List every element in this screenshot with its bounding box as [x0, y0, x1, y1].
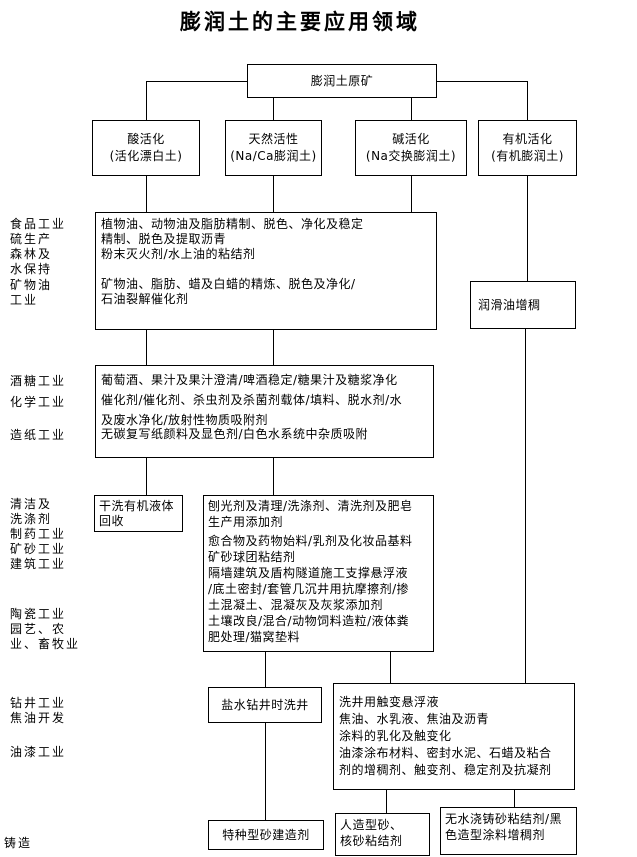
connector: [146, 176, 147, 212]
application-line: 土壤改良/混合/动物饲料造粒/液体粪: [208, 614, 410, 628]
application-line: 无碳复写纸颜料及显色剂/白色水系统中杂质吸附: [101, 427, 369, 441]
flow-box-raw-ore: 膨润土原矿: [247, 64, 437, 98]
application-line: 焦油、水乳液、焦油及沥青: [339, 712, 490, 726]
page-title: 膨润土的主要应用领域: [180, 10, 420, 34]
lube-label: 润滑油增稠: [478, 297, 541, 312]
application-line: 油漆涂布材料、密封水泥、石蜡及粘合: [339, 746, 552, 760]
connector: [273, 330, 274, 365]
flow-box-manmade-molding-sand: 人造型砂、 核砂粘结剂: [335, 813, 430, 856]
connector: [527, 176, 528, 281]
saltwater-label: 盐水钻井时洗井: [221, 697, 309, 712]
industry-label-mineral-oil-2: 工业: [10, 293, 39, 307]
industry-label-chemical: 化学工业: [10, 395, 67, 409]
application-line: 洗井用触变悬浮液: [339, 695, 440, 709]
application-line: 矿砂球团粘结剂: [208, 550, 296, 564]
industry-label-agriculture-2: 业、畜牧业: [10, 637, 81, 651]
application-line: 人造型砂、: [340, 818, 403, 832]
application-line: 及废水净化/放射性物质吸附剂: [101, 413, 269, 427]
flow-box-raw-ore-label: 膨润土原矿: [310, 73, 374, 88]
connector: [525, 329, 526, 683]
application-line: 植物油、动物油及脂肪精制、脱色、净化及稳定: [101, 217, 364, 231]
application-line: 肥处理/猫窝垫料: [208, 630, 301, 644]
flow-box-organic-activation: 有机活化 (有机膨润土): [478, 120, 577, 176]
connector: [527, 81, 528, 120]
flow-box-natural-activity: 天然活性 (Na/Ca膨润土): [225, 120, 322, 176]
application-line: 石油裂解催化剂: [101, 292, 189, 306]
application-line: 催化剂/催化剂、杀虫剂及杀菌剂载体/填料、脱水剂/水: [101, 393, 403, 407]
application-line: 粉末灭火剂/水上油的粘结剂: [101, 247, 256, 261]
industry-label-mineral-oil-1: 矿物油: [10, 278, 53, 292]
alkali-activation-sub: (Na交换膨润土): [365, 149, 457, 163]
connector: [437, 81, 527, 82]
connector: [146, 81, 247, 82]
connector: [146, 458, 147, 495]
application-line: 矿物油、脂肪、蜡及白蜡的精炼、脱色及净化/: [101, 277, 356, 291]
industry-label-pharma: 制药工业: [10, 527, 67, 541]
organic-activation-name: 有机活化: [502, 132, 553, 146]
industry-label-construction: 建筑工业: [10, 557, 67, 571]
industry-label-tar: 焦油开发: [10, 711, 67, 725]
alkali-activation-name: 碱活化: [392, 132, 430, 146]
connector: [411, 98, 412, 120]
industry-label-cleaning-2: 洗涤剂: [10, 512, 53, 526]
connector: [273, 176, 274, 212]
connector: [265, 652, 266, 687]
flow-box-drilling-paint-applications: 洗井用触变悬浮液 焦油、水乳液、焦油及沥青 涂料的乳化及触变化 油漆涂布材料、密…: [333, 683, 575, 790]
flow-box-saltwater-drilling: 盐水钻井时洗井: [208, 687, 322, 723]
application-line: 精制、脱色及提取沥青: [101, 232, 227, 246]
application-line: 无水浇铸砂粘结剂/黑: [445, 812, 563, 826]
application-line: 隔墙建筑及盾构隧道施工支撑悬浮液: [208, 566, 409, 580]
application-line: 生产用添加剂: [208, 515, 284, 529]
application-line: 剂的增稠剂、触变剂、稳定剂及抗凝剂: [339, 763, 552, 777]
flow-box-dry-cleaning: 干洗有机液体 回收: [94, 495, 183, 532]
industry-label-ore-sand: 矿砂工业: [10, 542, 67, 556]
application-line: 涂料的乳化及触变化: [339, 729, 452, 743]
application-line: 核砂粘结剂: [340, 834, 403, 848]
industry-label-food: 食品工业: [10, 217, 67, 231]
special-sand-label: 特种型砂建造剂: [222, 827, 310, 842]
connector: [273, 458, 274, 495]
acid-activation-name: 酸活化: [127, 132, 165, 146]
connector: [386, 790, 387, 813]
application-line: 土混凝土、混凝灰及灰浆添加剂: [208, 598, 384, 612]
flow-box-lube-thickening: 润滑油增稠: [470, 281, 576, 329]
application-line: 回收: [99, 514, 125, 528]
industry-label-wine-sugar: 酒糖工业: [10, 374, 67, 388]
industry-label-cleaning-1: 清洁及: [10, 497, 53, 511]
industry-label-casting: 铸造: [4, 836, 33, 850]
application-line: 干洗有机液体: [99, 499, 175, 513]
flow-box-alkali-activation: 碱活化 (Na交换膨润土): [355, 120, 467, 176]
connector: [411, 176, 412, 212]
industry-label-ceramics: 陶瓷工业: [10, 607, 67, 621]
industry-label-forest-2: 水保持: [10, 262, 53, 276]
application-line: 愈合物及药物始料/乳剂及化妆品基料: [208, 534, 413, 548]
connector: [514, 790, 515, 807]
application-line: 葡萄酒、果汁及果汁澄清/啤酒稳定/糖果汁及糖浆净化: [101, 373, 398, 387]
industry-label-paper: 造纸工业: [10, 428, 67, 442]
organic-activation-sub: (有机膨润土): [491, 149, 564, 163]
industry-label-paint: 油漆工业: [10, 745, 67, 759]
connector: [390, 652, 391, 683]
flow-box-food-applications: 植物油、动物油及脂肪精制、脱色、净化及稳定 精制、脱色及提取沥青 粉末灭火剂/水…: [95, 212, 437, 330]
connector: [146, 81, 147, 120]
application-line: 色造型涂料增稠剂: [445, 828, 546, 842]
industry-label-forest-1: 森林及: [10, 247, 53, 261]
flow-box-cleaning-construction-applications: 刨光剂及清理/洗涤剂、清洗剂及肥皂 生产用添加剂 愈合物及药物始料/乳剂及化妆品…: [203, 495, 434, 652]
application-line: 刨光剂及清理/洗涤剂、清洗剂及肥皂: [208, 499, 413, 513]
connector: [273, 98, 274, 120]
connector: [265, 723, 266, 820]
natural-activity-sub: (Na/Ca膨润土): [230, 149, 317, 163]
natural-activity-name: 天然活性: [248, 132, 299, 146]
flow-box-anhydrous-casting-sand: 无水浇铸砂粘结剂/黑 色造型涂料增稠剂: [440, 807, 577, 855]
flow-box-acid-activation: 酸活化 (活化漂白土): [92, 120, 200, 176]
acid-activation-sub: (活化漂白土): [109, 149, 183, 163]
connector: [146, 330, 147, 365]
flow-box-special-molding-sand: 特种型砂建造剂: [208, 820, 324, 850]
industry-label-agriculture-1: 园艺、农: [10, 622, 67, 636]
flow-box-wine-chemical-applications: 葡萄酒、果汁及果汁澄清/啤酒稳定/糖果汁及糖浆净化 催化剂/催化剂、杀虫剂及杀菌…: [95, 365, 434, 458]
industry-label-drilling: 钻井工业: [10, 696, 67, 710]
application-line: /底土密封/套管几沉井用抗摩擦剂/掺: [208, 582, 410, 596]
industry-label-sulfur: 硫生产: [10, 232, 53, 246]
